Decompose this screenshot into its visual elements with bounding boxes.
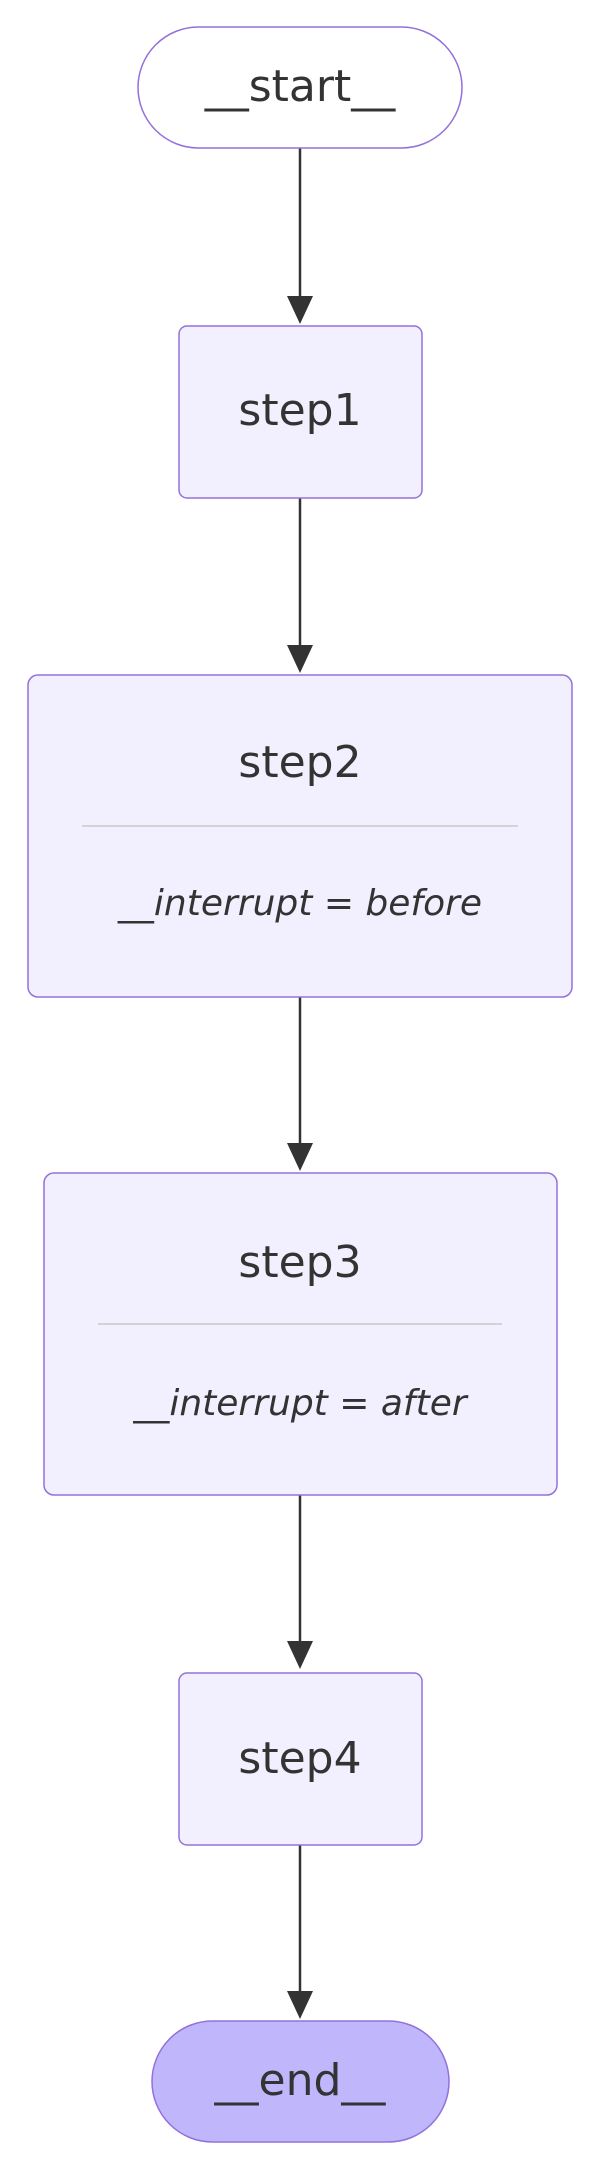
edge-step4-to-end xyxy=(287,1845,313,2019)
edge-start-to-step1 xyxy=(287,148,313,324)
node-step3-note: __interrupt = after xyxy=(132,1383,469,1424)
edge-step2-to-step3 xyxy=(287,997,313,1171)
node-end[interactable]: __end__ xyxy=(151,2020,450,2143)
node-start[interactable]: __start__ xyxy=(137,26,463,149)
edge-step3-to-step4 xyxy=(287,1495,313,1669)
node-step4[interactable]: step4 xyxy=(178,1672,423,1846)
node-step2-label: step2 xyxy=(238,737,361,788)
node-end-label: __end__ xyxy=(214,2055,387,2106)
node-start-label: __start__ xyxy=(204,61,396,112)
node-step2[interactable]: step2 __interrupt = before xyxy=(27,674,573,998)
edges xyxy=(287,148,313,2019)
node-step1-label: step1 xyxy=(238,385,361,436)
node-step1[interactable]: step1 xyxy=(178,325,423,499)
node-step3[interactable]: step3 __interrupt = after xyxy=(43,1172,558,1496)
node-step4-label: step4 xyxy=(238,1733,361,1784)
edge-step1-to-step2 xyxy=(287,498,313,673)
node-step3-label: step3 xyxy=(238,1237,361,1288)
node-step2-note: __interrupt = before xyxy=(117,883,482,924)
